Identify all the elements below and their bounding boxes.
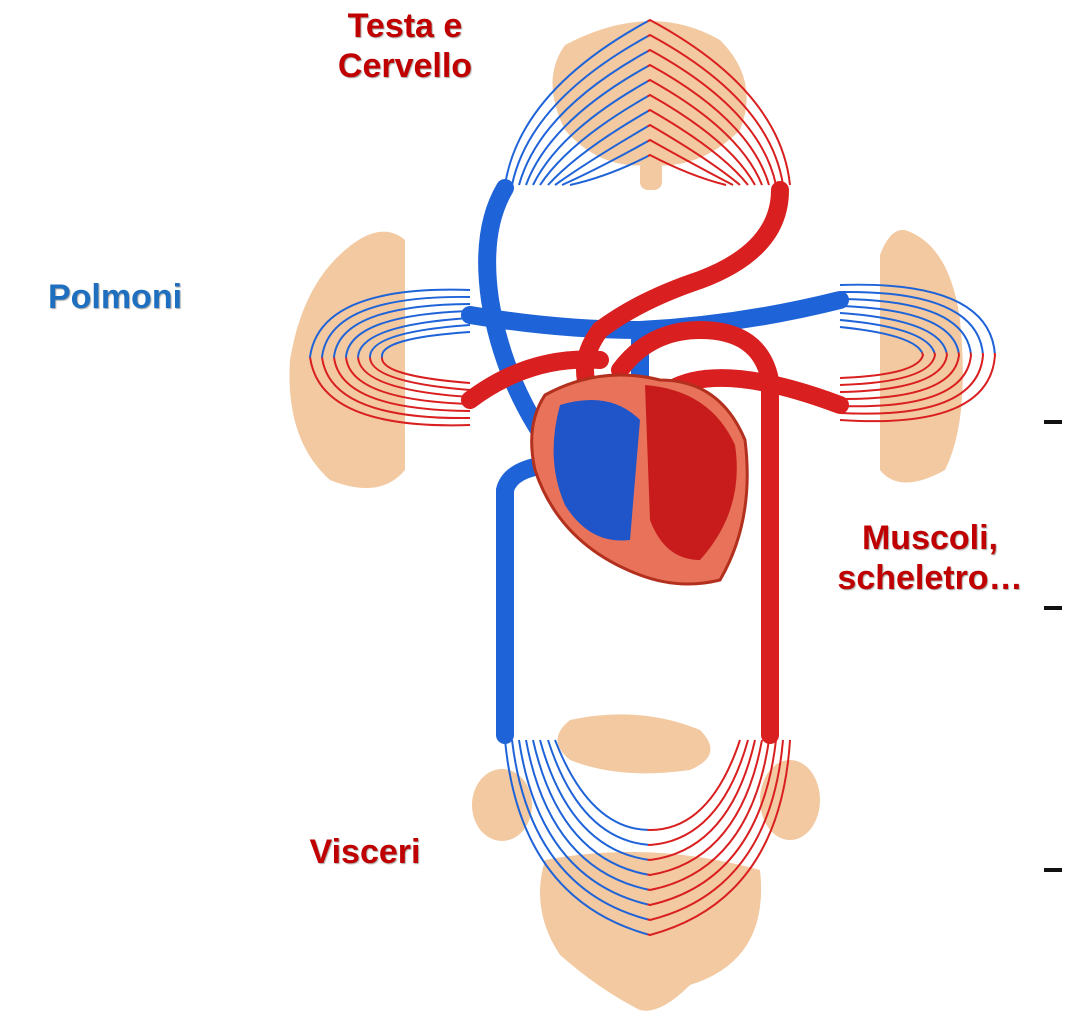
- edge-dash-1: [1044, 420, 1062, 424]
- edge-dash-3: [1044, 868, 1062, 872]
- brain-organ: [553, 21, 747, 190]
- edge-dash-2: [1044, 606, 1062, 610]
- label-head-brain: Testa e Cervello: [300, 6, 510, 86]
- viscera-organ: [472, 714, 820, 1010]
- label-lungs: Polmoni: [0, 277, 230, 317]
- heart-icon: [532, 375, 748, 584]
- label-muscles-skeleton: Muscoli, scheletro…: [795, 518, 1065, 598]
- lung-right-organ: [880, 230, 963, 483]
- label-viscera: Visceri: [265, 832, 465, 872]
